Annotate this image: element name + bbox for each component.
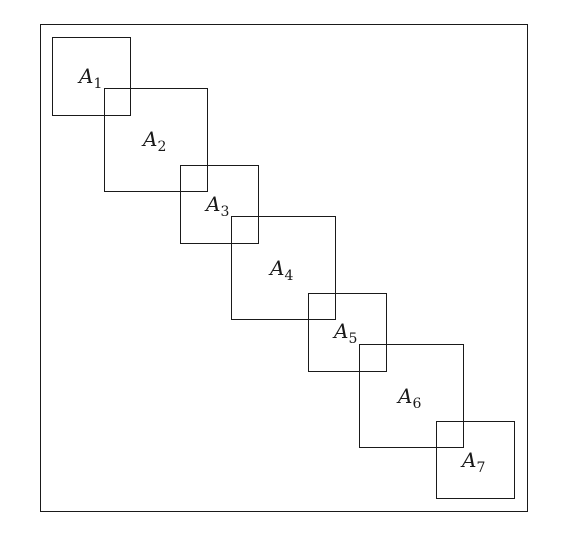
block-label-a6: A6: [396, 384, 421, 412]
block-a7: [436, 421, 515, 499]
block-label-subscript: 6: [412, 396, 421, 412]
block-label-letter: A: [141, 127, 157, 151]
block-label-letter: A: [332, 319, 348, 343]
block-label-subscript: 2: [157, 139, 166, 155]
block-label-subscript: 7: [476, 460, 485, 476]
block-label-a4: A4: [268, 256, 293, 284]
block-a4: [231, 216, 336, 320]
block-a6: [359, 344, 464, 448]
block-label-letter: A: [204, 192, 220, 216]
block-label-a2: A2: [141, 127, 166, 155]
block-label-a3: A3: [204, 192, 229, 220]
block-a1: [52, 37, 131, 116]
block-label-subscript: 5: [348, 331, 357, 347]
matrix-frame: [40, 24, 528, 512]
block-a3: [180, 165, 259, 244]
block-label-letter: A: [268, 256, 284, 280]
block-label-subscript: 1: [93, 76, 102, 92]
block-label-a1: A1: [77, 64, 102, 92]
block-a5: [308, 293, 387, 372]
block-label-letter: A: [460, 448, 476, 472]
block-label-a7: A7: [460, 448, 485, 476]
block-label-subscript: 4: [284, 268, 293, 284]
block-a2: [104, 88, 208, 192]
block-label-letter: A: [396, 384, 412, 408]
block-label-subscript: 3: [220, 204, 229, 220]
block-label-letter: A: [77, 64, 93, 88]
block-label-a5: A5: [332, 319, 357, 347]
